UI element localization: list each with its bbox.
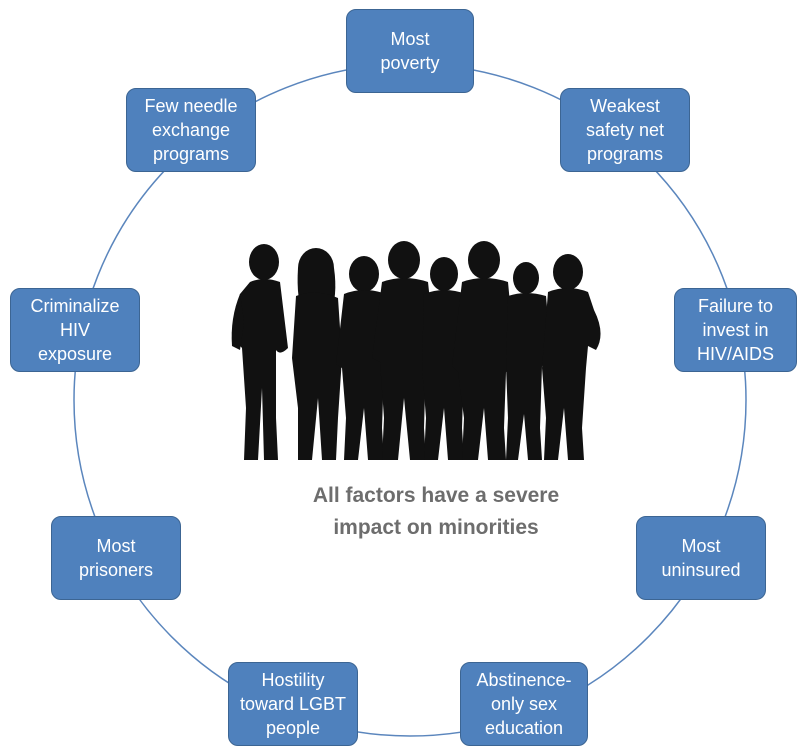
node-label: Most prisoners [78,536,154,580]
node-hostility-lgbt: Hostility toward LGBT people [228,662,358,746]
node-label: Failure to invest in HIV/AIDS [696,296,775,364]
node-label: Hostility toward LGBT people [239,670,347,738]
node-label: Most uninsured [661,536,741,580]
node-weakest-safety-net: Weakest safety net programs [560,88,690,172]
person-silhouette-icon [231,244,288,460]
node-label: Abstinence- only sex education [476,670,572,738]
node-label: Weakest safety net programs [585,96,665,164]
node-label: Most poverty [380,29,440,73]
person-silhouette-icon [372,241,436,460]
person-silhouette-icon [452,241,516,460]
node-few-needle-exchange: Few needle exchange programs [126,88,256,172]
group-silhouette-icon [231,241,601,460]
person-silhouette-icon [542,254,601,460]
center-caption: All factors have a severe impact on mino… [312,484,560,539]
node-label: Few needle exchange programs [144,96,238,164]
node-label: Criminalize HIV exposure [30,296,120,364]
node-most-prisoners: Most prisoners [51,516,181,600]
person-silhouette-icon [506,262,552,460]
node-most-poverty: Most poverty [346,9,474,93]
node-failure-to-invest: Failure to invest in HIV/AIDS [674,288,797,372]
node-criminalize-hiv: Criminalize HIV exposure [10,288,140,372]
person-silhouette-icon [292,248,342,460]
node-abstinence-only: Abstinence- only sex education [460,662,588,746]
node-most-uninsured: Most uninsured [636,516,766,600]
